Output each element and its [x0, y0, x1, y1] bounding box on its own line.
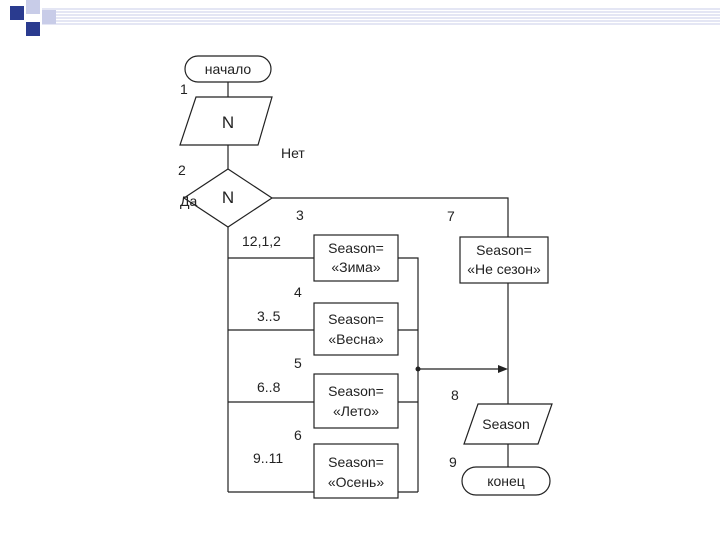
process-autumn-line2: «Осень» [328, 474, 384, 490]
start-shape [184, 55, 272, 83]
process-summer-shape [313, 373, 399, 429]
process-summer: Season= «Лето» [313, 373, 399, 429]
deco-square-2 [26, 0, 40, 14]
process-summer-line1: Season= [328, 383, 384, 399]
input-label: N [222, 113, 234, 132]
connector-no-branch [272, 197, 509, 237]
step-number-8: 8 [451, 387, 459, 403]
output-label: Season [482, 416, 529, 432]
start-terminator: начало [184, 55, 272, 83]
process-spring-line2: «Весна» [328, 331, 383, 347]
input-block: N [179, 96, 273, 146]
step-number-5: 5 [294, 355, 302, 371]
junction-dot [415, 366, 421, 372]
input-shape [179, 96, 273, 146]
header-decoration [10, 0, 720, 36]
process-autumn-line1: Season= [328, 454, 384, 470]
process-spring: Season= «Весна» [313, 302, 399, 356]
step-number-2: 2 [178, 162, 186, 178]
arrow-head [498, 365, 508, 373]
process-none-line1: Season= [476, 242, 532, 258]
decision-shape [182, 168, 274, 228]
case-label-autumn: 9..11 [253, 450, 283, 466]
process-autumn-shape [313, 443, 399, 499]
output-block: Season [463, 403, 553, 445]
start-label: начало [205, 61, 252, 77]
output-shape [463, 403, 553, 445]
step-number-3: 3 [296, 207, 304, 223]
process-none-shape [459, 236, 549, 284]
step-number-9: 9 [449, 454, 457, 470]
step-number-1: 1 [180, 81, 188, 97]
process-none-line2: «Не сезон» [467, 261, 541, 277]
step-number-4: 4 [294, 284, 302, 300]
step-number-7: 7 [447, 208, 455, 224]
case-label-spring: 3..5 [257, 308, 281, 324]
process-none: Season= «Не сезон» [459, 236, 549, 284]
end-terminator: конец [461, 466, 551, 496]
step-number-6: 6 [294, 427, 302, 443]
process-summer-line2: «Лето» [333, 403, 379, 419]
yes-branch-label: Да [180, 193, 197, 209]
no-branch-label: Нет [281, 145, 305, 161]
end-label: конец [487, 473, 525, 489]
process-winter-shape [313, 234, 399, 282]
process-spring-shape [313, 302, 399, 356]
decision-label: N [222, 188, 234, 207]
process-spring-line1: Season= [328, 311, 384, 327]
deco-stripes [42, 8, 720, 25]
process-autumn: Season= «Осень» [313, 443, 399, 499]
case-label-summer: 6..8 [257, 379, 281, 395]
process-winter-line1: Season= [328, 240, 384, 256]
process-winter-line2: «Зима» [331, 259, 380, 275]
deco-square-1 [10, 6, 24, 20]
end-shape [461, 466, 551, 496]
connectors [227, 80, 509, 493]
case-label-winter: 12,1,2 [242, 233, 281, 249]
connector-merge-right [398, 257, 419, 492]
process-winter: Season= «Зима» [313, 234, 399, 282]
deco-square-3 [26, 22, 40, 36]
decision-block: N [182, 168, 274, 228]
